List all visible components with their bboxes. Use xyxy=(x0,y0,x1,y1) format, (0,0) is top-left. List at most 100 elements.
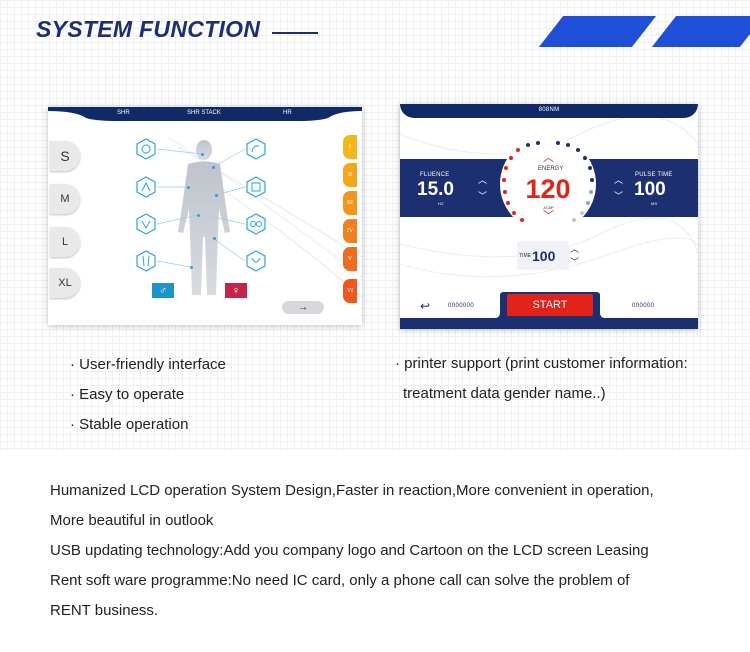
chevron-down-icon: ﹀ xyxy=(570,257,580,267)
description-line-1: Humanized LCD operation System Design,Fa… xyxy=(50,482,654,499)
arm-area-icon[interactable] xyxy=(245,138,267,160)
chest-area-icon[interactable] xyxy=(245,213,267,235)
arc-dot xyxy=(590,178,594,182)
level-button-6[interactable]: VI xyxy=(343,279,357,303)
fluence-value: 15.0 xyxy=(417,179,454,200)
level-button-1[interactable]: I xyxy=(343,135,357,159)
time-value: 100 xyxy=(532,248,556,264)
arc-dot xyxy=(576,148,580,152)
female-icon: ♀ xyxy=(231,284,241,297)
arc-dot xyxy=(536,141,540,145)
chevron-up-icon: ︿ xyxy=(543,152,554,164)
tab-hr[interactable]: HR xyxy=(283,110,292,116)
zone-dot xyxy=(215,194,218,197)
section-title: SYSTEM FUNCTION xyxy=(36,16,261,42)
chevron-up-icon: ︿ xyxy=(478,175,488,185)
arc-dot xyxy=(509,156,513,160)
arc-dot xyxy=(556,141,560,145)
arc-dot xyxy=(520,218,524,222)
zone-dot xyxy=(212,166,215,169)
size-button-l[interactable]: L xyxy=(50,227,80,257)
feature-bullet-5: treatment data gender name..) xyxy=(403,385,606,402)
arc-dot xyxy=(583,156,587,160)
arc-dot xyxy=(506,201,510,205)
size-button-s[interactable]: S xyxy=(50,141,80,171)
arc-dot xyxy=(512,211,516,215)
pulse-time-unit: MS xyxy=(651,201,658,206)
male-icon: ♂ xyxy=(158,284,168,297)
arc-dot xyxy=(504,166,508,170)
zone-dot xyxy=(187,186,190,189)
time-up-button[interactable]: ︿ xyxy=(570,245,579,254)
arc-dot xyxy=(572,218,576,222)
time-box xyxy=(517,241,569,270)
pulse-down-button[interactable]: ﹀ xyxy=(614,192,623,201)
chevron-down-icon: ﹀ xyxy=(543,210,554,222)
screen-tab-bar xyxy=(48,107,362,121)
feature-bullet-4: · printer support (print customer inform… xyxy=(395,355,688,372)
time-label: TIME xyxy=(519,253,531,259)
arc-dot xyxy=(586,201,590,205)
arc-dot xyxy=(516,148,520,152)
right-counter: 000000 xyxy=(632,303,655,309)
description-line-4: Rent soft ware programme:No need IC card… xyxy=(50,572,630,589)
fluence-up-button[interactable]: ︿ xyxy=(478,175,488,185)
description-line-3: USB updating technology:Add you company … xyxy=(50,542,649,559)
zone-dot xyxy=(197,214,200,217)
level-button-3[interactable]: III xyxy=(343,191,357,215)
bikini-area-icon[interactable] xyxy=(135,213,157,235)
chevron-up-icon: ︿ xyxy=(614,175,624,185)
energy-settings-screen: 808NM FLUENCE 15.0 HZ ︿ ﹀ PULSE TIME 100… xyxy=(400,104,698,329)
next-button[interactable]: → xyxy=(282,301,324,314)
size-button-m[interactable]: M xyxy=(50,184,80,214)
level-button-4[interactable]: IV xyxy=(343,219,357,243)
connector-lines xyxy=(156,148,246,268)
arc-dot xyxy=(580,211,584,215)
back-area-icon[interactable] xyxy=(245,176,267,198)
pulse-time-value: 100 xyxy=(634,179,666,200)
female-button[interactable]: ♀ xyxy=(225,283,247,298)
fluence-unit: HZ xyxy=(438,201,444,206)
description-line-5: RENT business. xyxy=(50,602,159,619)
fluence-down-button[interactable]: ﹀ xyxy=(478,192,487,201)
title-underline xyxy=(272,32,318,34)
energy-dial xyxy=(500,136,596,232)
level-button-5[interactable]: V xyxy=(343,247,357,271)
male-button[interactable]: ♂ xyxy=(152,283,174,298)
energy-down-button[interactable]: ﹀ xyxy=(543,210,554,222)
pulse-time-label: PULSE TIME xyxy=(635,172,673,178)
left-counter: 0000000 xyxy=(448,303,475,309)
tab-shr-stack[interactable]: SHR STACK xyxy=(187,110,221,116)
face-area-icon[interactable] xyxy=(135,138,157,160)
zone-dot xyxy=(213,237,216,240)
feature-bullet-2: · Easy to operate xyxy=(70,386,185,403)
energy-up-button[interactable]: ︿ xyxy=(543,152,554,164)
time-down-button[interactable]: ﹀ xyxy=(570,257,580,267)
leg-area-icon[interactable] xyxy=(135,250,157,272)
tab-shr[interactable]: SHR xyxy=(117,110,130,116)
arc-dot xyxy=(503,190,507,194)
back-arrow-icon: ↩ xyxy=(420,299,431,313)
back-button[interactable]: ↩ xyxy=(420,299,430,313)
energy-label: ENERGY xyxy=(538,166,564,172)
wavelength-label: 808NM xyxy=(538,107,560,113)
fluence-label: FLUENCE xyxy=(420,172,450,178)
arc-dot xyxy=(589,190,593,194)
arc-dot xyxy=(526,143,530,147)
body-select-screen: SHR SHR STACK HR S M L XL xyxy=(48,107,362,325)
arc-dot xyxy=(566,143,570,147)
level-button-2[interactable]: II xyxy=(343,163,357,187)
zone-dot xyxy=(190,266,193,269)
wave-decoration xyxy=(400,115,698,278)
abdomen-area-icon[interactable] xyxy=(245,250,267,272)
feature-bullet-3: · Stable operation xyxy=(70,416,189,433)
feature-bullet-1: · User-friendly interface xyxy=(70,356,226,373)
pulse-up-button[interactable]: ︿ xyxy=(614,175,624,185)
start-button[interactable]: START xyxy=(507,294,593,316)
zone-dot xyxy=(201,153,204,156)
underarm-area-icon[interactable] xyxy=(135,176,157,198)
size-button-xl[interactable]: XL xyxy=(50,268,80,298)
screen-top-bar xyxy=(400,104,698,118)
energy-value: 120 xyxy=(525,174,571,204)
arc-dot xyxy=(502,178,506,182)
